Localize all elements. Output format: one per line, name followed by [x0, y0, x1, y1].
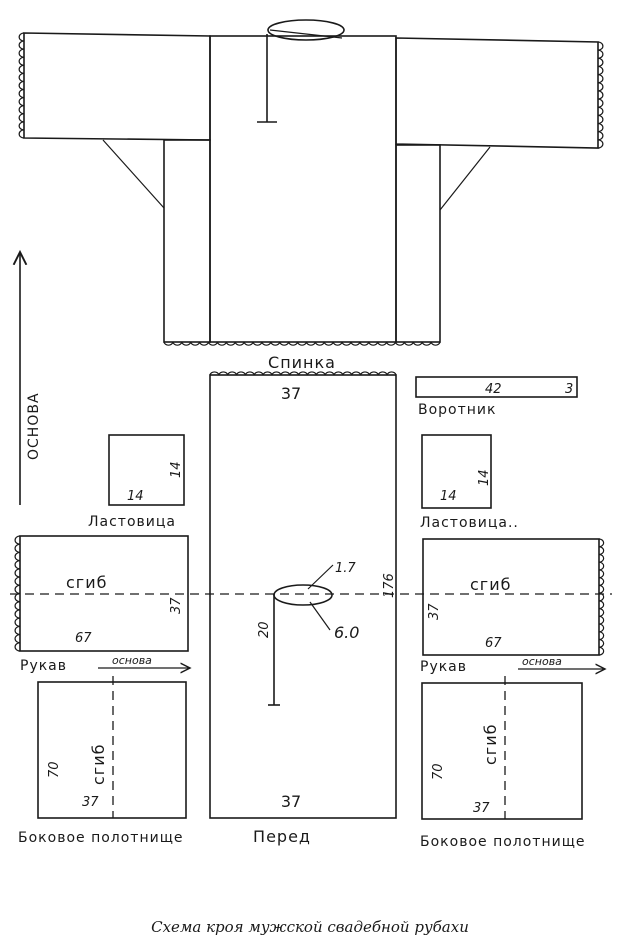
panel-length: 176: [382, 573, 397, 598]
scallop-edge: [597, 41, 604, 149]
gusset-right: 14 14 Ластовица..: [420, 434, 519, 531]
shirt-left-sleeve: [23, 32, 211, 141]
sleeve-left-length: 67: [75, 631, 92, 646]
side-panel-left-rect: [37, 681, 187, 819]
back-front-rect: [209, 374, 397, 819]
sleeve-left-label: Рукав: [20, 658, 67, 674]
gusset-right-height: 14: [477, 469, 492, 486]
shirt-collar: [267, 19, 345, 41]
assembled-shirt: [18, 19, 604, 346]
scallop-edge: [209, 371, 397, 376]
sleeve-left-fold: сгиб: [66, 573, 107, 592]
side-panel-left-label: Боковое полотнище: [18, 830, 184, 846]
gusset-left-rect: [108, 434, 185, 506]
shirt-body: [209, 35, 397, 343]
side-panel-right-label: Боковое полотнище: [420, 834, 586, 850]
sleeve-left-grain: основа: [112, 654, 152, 667]
shirt-left-side-panel: [163, 139, 211, 343]
sleeve-right-fold: сгиб: [470, 575, 511, 594]
side-panel-right-rect: [421, 682, 583, 820]
shirt-right-sleeve: [395, 37, 599, 149]
side-panel-left: 70 сгиб 37 Боковое полотнище: [18, 676, 187, 846]
caption: Схема кроя мужской свадебной рубахи: [151, 918, 469, 936]
gusset-right-label: Ластовица..: [420, 515, 519, 531]
gusset-left: 14 14 Ластовица: [88, 434, 185, 530]
side-panel-left-fold: сгиб: [89, 744, 108, 785]
sleeve-left-width: 37: [169, 597, 184, 614]
neck-depth-leader: [307, 564, 334, 590]
scalloped-edges-pieces: [14, 371, 605, 656]
sleeve-right: сгиб 37 67 Рукав основа: [420, 538, 605, 675]
sleeve-right-width: 37: [427, 603, 442, 620]
shirt-right-gusset: [439, 146, 491, 211]
shirt-right-side-panel: [395, 144, 441, 343]
neck-opening: [273, 584, 333, 606]
grain-label: ОСНОВА: [26, 392, 42, 460]
sleeve-right-label: Рукав: [420, 659, 467, 675]
slit-length: 20: [257, 621, 272, 638]
side-panel-right-width: 37: [473, 801, 490, 816]
sleeve-left: сгиб 37 67 Рукав основа: [19, 535, 190, 674]
back-top-width: 37: [281, 384, 301, 403]
neck-width: 6.0: [334, 623, 359, 642]
sleeve-right-grain: основа: [522, 655, 562, 668]
front-label: Перед: [253, 827, 311, 846]
scallop-edge: [598, 538, 605, 656]
scalloped-edges: [18, 32, 604, 346]
shirt-collar-band: [269, 29, 343, 39]
collar-length: 42: [485, 382, 502, 397]
side-panel-right: 70 сгиб 37 Боковое полотнище: [420, 676, 586, 850]
gusset-right-rect: [421, 434, 492, 509]
collar-rect: [415, 376, 578, 398]
side-panel-left-height: 70: [47, 761, 62, 778]
back-front-panel: Спинка 37 176 1.7 6.0 20 37 Перед: [209, 353, 397, 846]
side-panel-left-width: 37: [82, 795, 99, 810]
neck-depth: 1.7: [335, 561, 356, 576]
sleeve-right-length: 67: [485, 636, 502, 651]
scallop-edge: [163, 341, 441, 346]
gusset-right-width: 14: [440, 489, 457, 504]
gusset-left-label: Ластовица: [88, 514, 176, 530]
scallop-edge: [18, 32, 25, 139]
neck-width-leader: [309, 601, 331, 631]
gusset-left-width: 14: [127, 489, 144, 504]
sleeve-right-rect: [422, 538, 600, 656]
shirt-left-gusset: [102, 139, 165, 209]
gusset-left-height: 14: [169, 461, 184, 478]
side-panel-right-fold: сгиб: [481, 724, 500, 765]
front-bottom-width: 37: [281, 792, 301, 811]
side-panel-right-height: 70: [431, 763, 446, 780]
back-label: Спинка: [268, 353, 336, 372]
collar-width: 3: [565, 382, 573, 397]
collar-label: Воротник: [418, 402, 497, 418]
collar-piece: 42 3 Воротник: [415, 376, 578, 418]
scallop-edge: [14, 535, 21, 652]
